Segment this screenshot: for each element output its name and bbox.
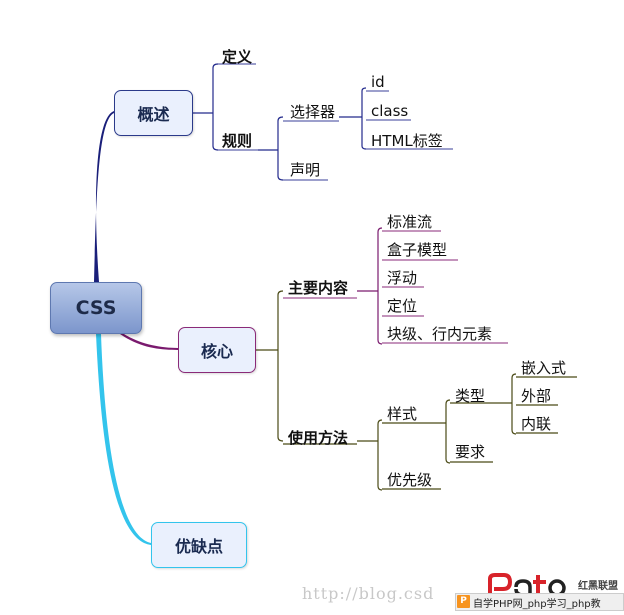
connector-root-youque — [96, 334, 151, 545]
topic-dingyi[interactable]: 定义 — [222, 48, 253, 66]
topic-content-kuaiji[interactable]: 块级、行内元素 — [387, 325, 493, 343]
footer-text[interactable]: 自学PHP网_php学习_php教 — [473, 599, 601, 610]
topic-leixing[interactable]: 类型 — [455, 387, 486, 405]
php-icon: P — [457, 595, 470, 608]
topic-youxianji[interactable]: 优先级 — [387, 471, 433, 489]
topic-selector-id[interactable]: id — [371, 73, 385, 91]
connector-xuanzeqi-selectors — [339, 91, 363, 146]
connector-gaishu-spine — [193, 68, 214, 146]
topic-guize[interactable]: 规则 — [222, 132, 253, 150]
topic-xuanzeqi[interactable]: 选择器 — [290, 103, 336, 121]
site-logo-brand-text: 红黑联盟 — [578, 581, 618, 592]
branch-node-youque[interactable]: 优缺点 — [151, 522, 247, 568]
topic-yaoqiu[interactable]: 要求 — [455, 443, 486, 461]
connector-yangshi-leixing — [441, 404, 447, 459]
topic-type-waibu[interactable]: 外部 — [521, 387, 552, 405]
root-node[interactable]: CSS — [50, 282, 142, 334]
connector-shiyong-yangshi — [357, 424, 379, 486]
connector-guize-xuanzeqi — [258, 121, 279, 176]
topic-content-fudong[interactable]: 浮动 — [387, 269, 418, 287]
topic-shengming[interactable]: 声明 — [290, 161, 321, 179]
topic-content-dingwei[interactable]: 定位 — [387, 297, 418, 315]
topic-content-biaozhunliu[interactable]: 标准流 — [387, 213, 433, 231]
topic-selector-class[interactable]: class — [371, 102, 409, 120]
topic-type-neilian[interactable]: 内联 — [521, 415, 552, 433]
topic-shiyong[interactable]: 使用方法 — [288, 429, 349, 447]
topic-selector-html-tag[interactable]: HTML标签 — [371, 132, 443, 150]
topic-type-qianru[interactable]: 嵌入式 — [521, 359, 567, 377]
topic-yangshi[interactable]: 样式 — [387, 405, 418, 423]
topic-zhuyao[interactable]: 主要内容 — [288, 279, 349, 297]
connector-hexin-spine — [256, 295, 279, 437]
blog-watermark: http://blog.csd — [302, 584, 435, 603]
connector-root-hexin — [120, 334, 178, 350]
connector-zhuyao-contents — [357, 232, 379, 340]
connector-root-gaishu — [94, 111, 114, 282]
branch-node-gaishu[interactable]: 概述 — [114, 90, 193, 136]
connector-leixing-types — [506, 378, 513, 430]
branch-node-hexin[interactable]: 核心 — [178, 327, 256, 373]
topic-content-hezimoxing[interactable]: 盒子模型 — [387, 241, 448, 259]
